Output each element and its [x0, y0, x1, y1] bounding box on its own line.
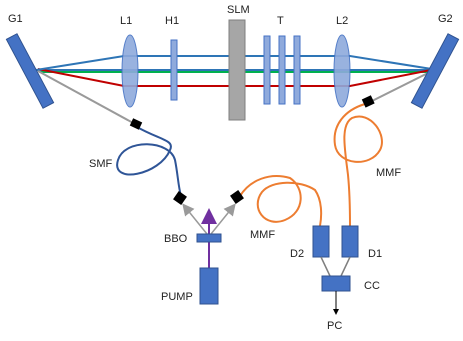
grating-g1 [5, 33, 55, 109]
mmf-fiber-right [333, 103, 383, 227]
lens-l1 [121, 34, 139, 108]
label-pump: PUMP [161, 291, 193, 303]
label-l2: L2 [336, 15, 348, 27]
connector-smf-top [129, 118, 143, 130]
photon-arrow-right [210, 203, 236, 235]
grating-g2 [410, 33, 460, 109]
label-bbo: BBO [164, 233, 188, 245]
label-l1: L1 [120, 15, 132, 27]
pump-laser [199, 267, 219, 305]
label-d1: D1 [368, 248, 382, 260]
label-smf: SMF [89, 158, 113, 170]
coincidence-counter [321, 275, 351, 292]
beam-gray-right [371, 69, 435, 102]
slm [228, 19, 246, 121]
wire-d2-cc [320, 256, 331, 277]
connector-mmf-right [361, 95, 375, 108]
label-mmf-right: MMF [376, 167, 401, 179]
connector-mmf-center [230, 190, 244, 204]
beam-gray-left [37, 70, 136, 125]
plates-t [263, 35, 301, 105]
waveplate-h1 [170, 39, 178, 101]
label-t: T [277, 15, 284, 27]
label-g2: G2 [438, 13, 453, 25]
label-pc: PC [327, 320, 342, 332]
bbo-crystal [196, 233, 222, 243]
lens-l2 [333, 34, 351, 108]
smf-fiber [116, 126, 182, 197]
detector-d2 [312, 225, 330, 258]
photon-arrow-left [182, 203, 208, 235]
label-g1: G1 [8, 13, 23, 25]
wire-d1-cc [340, 256, 351, 277]
label-h1: H1 [165, 15, 179, 27]
label-slm: SLM [227, 4, 250, 16]
label-mmf-center: MMF [250, 229, 275, 241]
connector-smf-bottom [173, 191, 187, 205]
mmf-fiber-center [239, 175, 323, 227]
label-cc: CC [364, 280, 380, 292]
detector-d1 [341, 225, 359, 258]
label-d2: D2 [290, 248, 304, 260]
